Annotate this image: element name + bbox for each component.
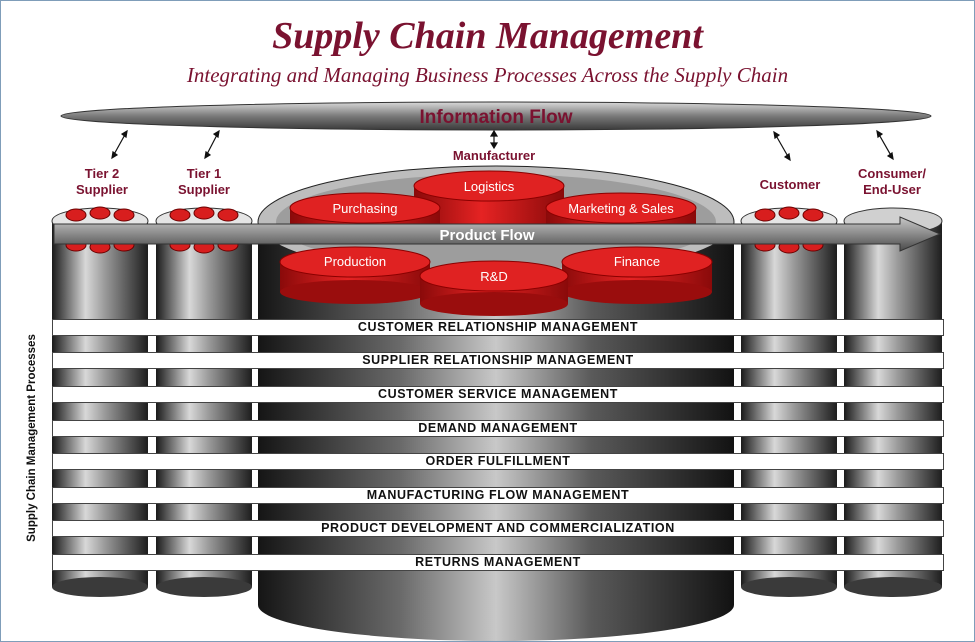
process-band: SUPPLIER RELATIONSHIP MANAGEMENT — [52, 352, 944, 369]
info-arrows — [111, 129, 894, 162]
svg-text:Finance: Finance — [614, 254, 660, 269]
processes-vertical-label: Supply Chain Management Processes — [26, 334, 38, 542]
consumer-label: Consumer/End-User — [858, 166, 926, 197]
svg-text:Production: Production — [324, 254, 386, 269]
svg-text:Marketing & Sales: Marketing & Sales — [568, 201, 674, 216]
production-cylinder: Production — [279, 246, 431, 304]
diagram-subtitle: Integrating and Managing Business Proces… — [186, 63, 789, 87]
process-band: RETURNS MANAGEMENT — [52, 554, 944, 571]
svg-text:Product Flow: Product Flow — [440, 227, 535, 244]
manufacturer-label: Manufacturer — [452, 148, 536, 163]
customer-label: Customer — [759, 177, 821, 192]
product-flow-arrow: Product Flow — [53, 216, 942, 252]
tier2-red-bundle — [65, 206, 135, 254]
process-band: CUSTOMER SERVICE MANAGEMENT — [52, 386, 944, 403]
svg-text:Purchasing: Purchasing — [332, 201, 397, 216]
diagram-title: Supply Chain Management — [272, 15, 703, 57]
information-flow-ellipse — [60, 101, 932, 131]
information-flow-label: Information Flow — [419, 107, 572, 128]
process-band: ORDER FULFILLMENT — [52, 453, 944, 470]
finance-cylinder: Finance — [561, 246, 713, 304]
process-band: MANUFACTURING FLOW MANAGEMENT — [52, 487, 944, 504]
process-band: CUSTOMER RELATIONSHIP MANAGEMENT — [52, 319, 944, 336]
svg-text:R&D: R&D — [480, 269, 507, 284]
svg-text:Logistics: Logistics — [464, 179, 515, 194]
process-band: DEMAND MANAGEMENT — [52, 420, 944, 437]
process-band: PRODUCT DEVELOPMENT AND COMMERCIALIZATIO… — [52, 520, 944, 537]
rnd-cylinder: R&D — [419, 260, 569, 316]
